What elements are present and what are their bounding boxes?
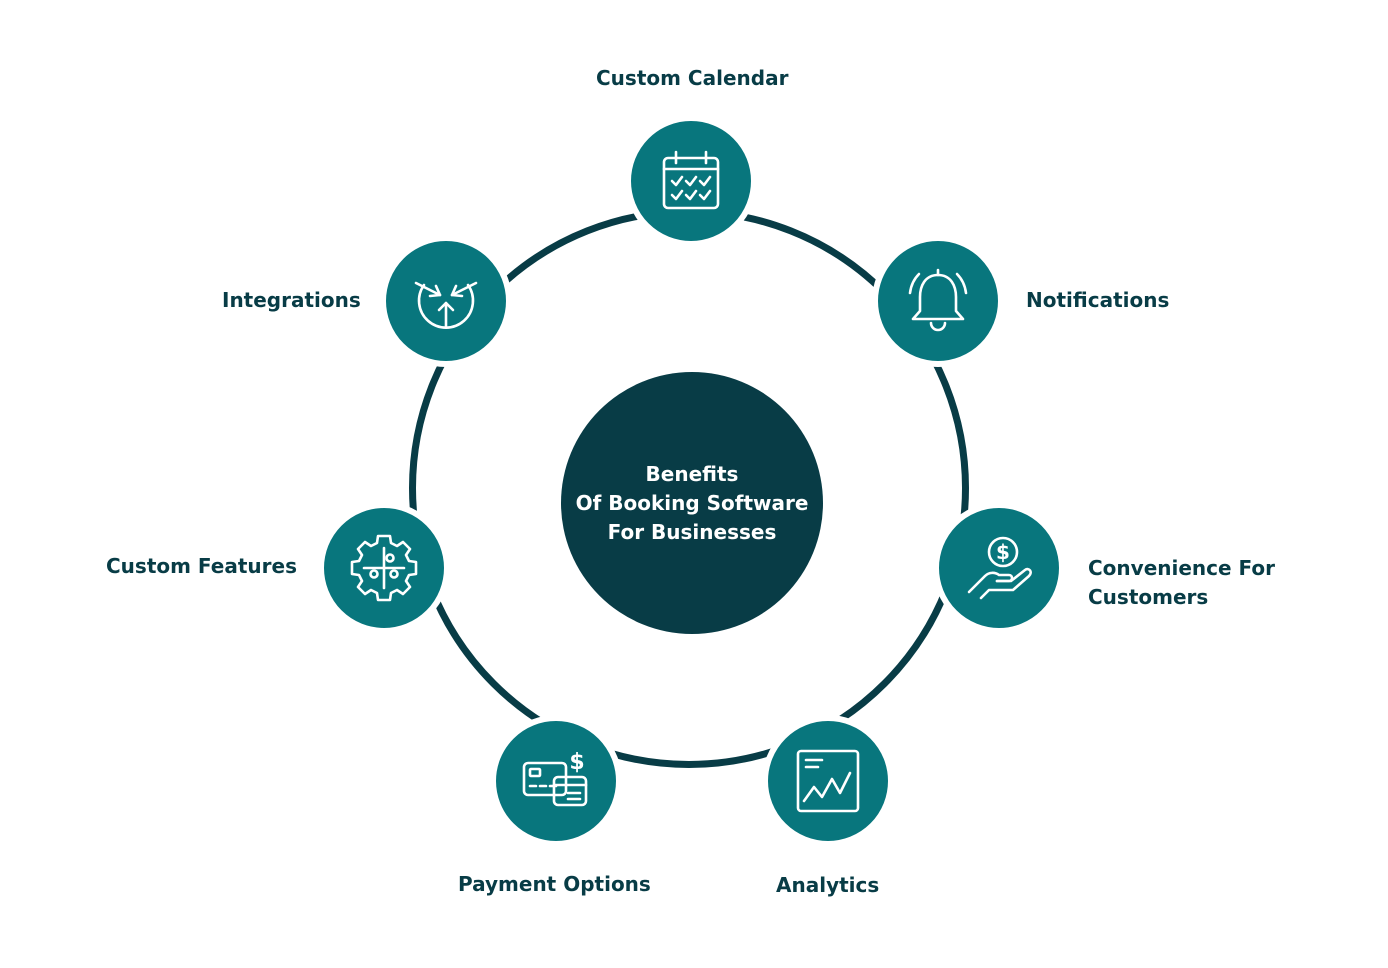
label-analytics: Analytics: [776, 871, 879, 900]
label-custom-calendar-text: Custom Calendar: [596, 66, 789, 90]
puzzle-gear-icon: [350, 534, 418, 602]
node-custom-calendar: [625, 115, 757, 247]
credit-card-icon: $: [522, 750, 588, 807]
center-title-line-2: Of Booking Software: [575, 490, 809, 515]
label-convenience-line-2: Customers: [1088, 585, 1209, 609]
chart-screen-icon: [796, 749, 860, 813]
calendar-icon: [662, 150, 720, 210]
bell-icon: [908, 268, 968, 332]
label-notifications-text: Notifications: [1026, 288, 1170, 312]
node-custom-features: [318, 502, 450, 634]
center-title-line-1: Benefits: [645, 461, 739, 486]
integration-arrows-icon: [414, 281, 478, 329]
label-custom-features: Custom Features: [106, 552, 297, 581]
label-payment-options-text: Payment Options: [458, 872, 651, 896]
label-custom-calendar: Custom Calendar: [596, 64, 788, 93]
label-custom-features-text: Custom Features: [106, 554, 297, 578]
svg-text:$: $: [569, 750, 584, 775]
label-notifications: Notifications: [1026, 286, 1169, 315]
svg-text:$: $: [996, 540, 1010, 564]
label-payment-options: Payment Options: [458, 870, 651, 899]
label-analytics-text: Analytics: [776, 873, 880, 897]
center-title-line-3: For Businesses: [607, 519, 777, 544]
node-convenience-for-customers: $: [933, 502, 1065, 634]
label-integrations: Integrations: [222, 286, 361, 315]
label-convenience-line-1: Convenience For: [1088, 556, 1275, 580]
label-convenience-for-customers: Convenience For Customers: [1088, 554, 1275, 612]
node-analytics: [762, 715, 894, 847]
node-payment-options: $: [490, 715, 622, 847]
node-notifications: [872, 235, 1004, 367]
label-integrations-text: Integrations: [222, 288, 361, 312]
hand-coin-icon: $: [967, 536, 1032, 600]
center-hub: Benefits Of Booking Software For Busines…: [561, 372, 823, 634]
node-integrations: [380, 235, 512, 367]
